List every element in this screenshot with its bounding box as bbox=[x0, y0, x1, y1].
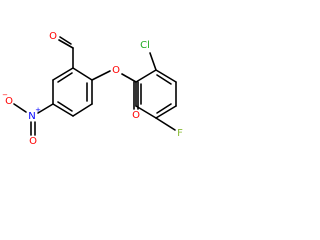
bond bbox=[135, 105, 157, 119]
bond bbox=[57, 101, 73, 112]
nitro-oxygen-double-label: O bbox=[29, 136, 37, 147]
bond bbox=[52, 103, 74, 117]
nitro-group: N + O − O bbox=[2, 91, 54, 147]
nitro-nitrogen-label: N bbox=[28, 111, 35, 122]
molecule-structure: O N + O − O O O Cl bbox=[2, 31, 183, 147]
bond bbox=[121, 73, 137, 83]
chloro-group: Cl bbox=[140, 40, 157, 71]
bond bbox=[52, 67, 74, 81]
aldehyde-oxygen-label: O bbox=[49, 31, 57, 42]
aldehyde-group: O bbox=[49, 31, 74, 69]
carbonyl-oxygen-label: O bbox=[132, 110, 140, 121]
bond bbox=[72, 103, 93, 117]
bond bbox=[58, 39, 74, 49]
bond bbox=[72, 67, 93, 81]
bond bbox=[155, 105, 177, 119]
bond bbox=[59, 36, 72, 45]
bond bbox=[91, 70, 111, 81]
nitro-oxygen-charge: − bbox=[2, 91, 8, 99]
bond bbox=[155, 117, 176, 131]
bond bbox=[135, 69, 157, 83]
bond bbox=[37, 103, 54, 114]
bond bbox=[155, 69, 177, 83]
nitrophenyl-ring bbox=[52, 67, 93, 117]
chlorine-label: Cl bbox=[140, 40, 150, 51]
bond bbox=[13, 103, 27, 113]
ester-oxygen-label: O bbox=[112, 65, 120, 76]
nitro-oxygen-single-label: O bbox=[5, 96, 13, 107]
nitro-nitrogen-charge: + bbox=[35, 106, 41, 114]
ester-linkage: O O bbox=[91, 65, 140, 121]
bond bbox=[57, 72, 73, 83]
fluorine-label: F bbox=[177, 128, 183, 139]
bond bbox=[156, 74, 172, 85]
fluoro-group: F bbox=[155, 117, 183, 139]
halophenyl-ring bbox=[135, 69, 177, 119]
bond bbox=[149, 52, 157, 71]
bond bbox=[156, 103, 172, 114]
